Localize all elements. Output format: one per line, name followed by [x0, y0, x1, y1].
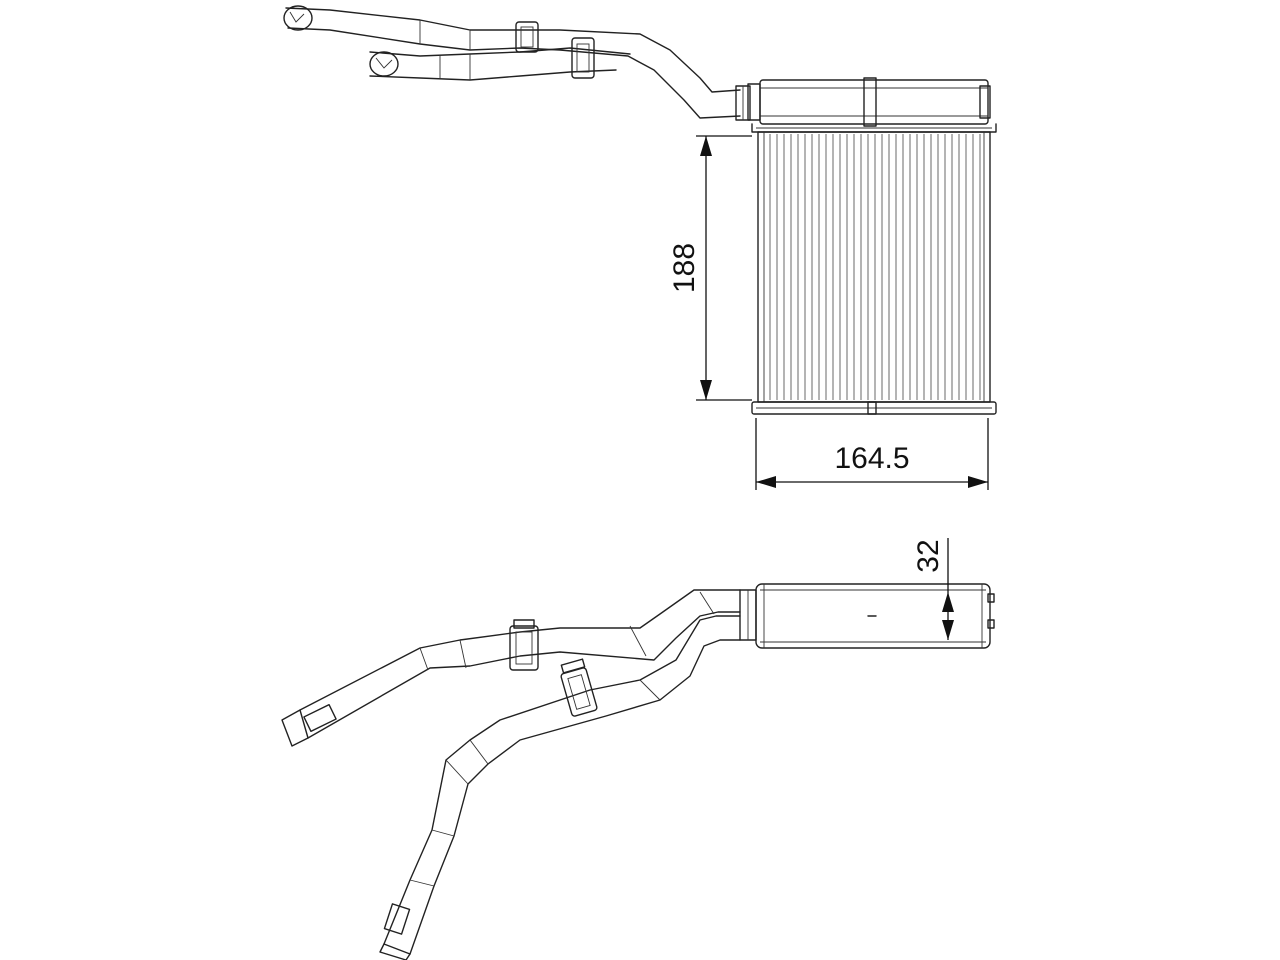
top-view-tank	[739, 583, 995, 649]
inlet-outlet-pipes-front	[283, 5, 751, 121]
radiator-core	[757, 131, 991, 403]
pipe-lower-top-view	[379, 615, 741, 960]
height-dimension-label: 188	[668, 243, 701, 293]
front-view: 188 164.5	[283, 5, 997, 490]
top-view: 32	[281, 538, 995, 960]
width-dimension	[755, 418, 989, 490]
width-dimension-label: 164.5	[834, 442, 909, 475]
depth-dimension-label: 32	[912, 539, 945, 572]
pipe-upper-top-view	[281, 589, 741, 747]
core-fins	[769, 134, 981, 400]
height-dimension	[696, 135, 752, 401]
top-header-tank	[747, 77, 997, 133]
depth-dimension	[942, 538, 954, 640]
bottom-header-tank	[751, 401, 997, 415]
